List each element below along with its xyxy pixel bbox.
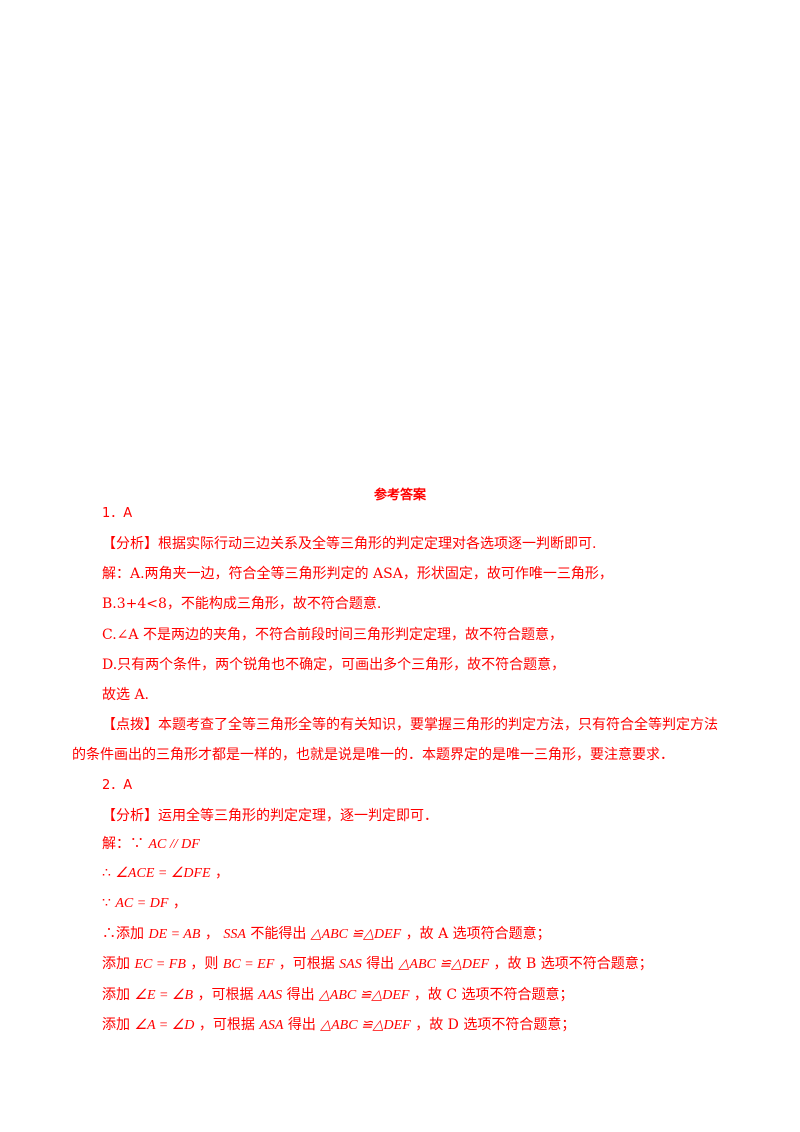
option-c-prefix: 添加 [102, 987, 130, 1003]
section-title: 参考答案 [373, 488, 426, 503]
option-a-prefix: ∴添加 [102, 926, 144, 942]
option-c-sep1: ，可根据 [197, 987, 254, 1003]
option-b-prefix: 添加 [102, 956, 130, 972]
option-d-rule: ASA [259, 1018, 284, 1033]
step2-prefix: ∴ [102, 865, 111, 881]
step1-prefix: 解：∵ [102, 836, 144, 852]
q2-option-b: 添加 EC = FB ，则 BC = EF ，可根据 SAS 得出 △ABC ≌… [102, 955, 653, 974]
option-a-rule: SSA [223, 927, 246, 942]
option-a-sep1: ， [204, 926, 219, 942]
option-c-rule: AAS [258, 988, 283, 1003]
option-b-sep3: 得出 [366, 956, 395, 972]
q2-solution-step2: ∴ ∠ACE = ∠DFE ， [102, 864, 229, 883]
q1-choice: 故选 A. [102, 687, 150, 703]
option-a-sep2: 不能得出 [250, 926, 307, 942]
option-b-sep2: ，可根据 [278, 956, 335, 972]
q1-analysis: 【分析】根据实际行动三边关系及全等三角形的判定定理对各选项逐一判断即可. [102, 536, 597, 552]
q2-option-a: ∴添加 DE = AB ， SSA 不能得出 △ABC ≌△DEF ，故 A 选… [102, 925, 551, 944]
q1-number: 1．A [102, 506, 133, 521]
step3-formula: AC = DF [115, 896, 169, 911]
step3-prefix: ∵ [102, 895, 111, 911]
option-b-formula1: EC = FB [134, 957, 186, 972]
q2-option-d: 添加 ∠A = ∠D ，可根据 ASA 得出 △ABC ≌△DEF ，故 D 选… [102, 1016, 575, 1035]
q1-solution-c: C.∠A 不是两边的夹角，不符合前段时间三角形判定定理，故不符合题意， [102, 627, 563, 643]
option-a-formula2: △ABC ≌△DEF [310, 927, 402, 942]
q1-comment-line1: 【点拨】本题考查了全等三角形全等的有关知识，要掌握三角形的判定方法，只有符合全等… [102, 717, 718, 733]
option-b-rule: SAS [339, 957, 362, 972]
step2-suffix: ， [215, 865, 230, 881]
option-d-formula1: ∠A = ∠D [134, 1018, 195, 1033]
q2-option-c: 添加 ∠E = ∠B ，可根据 AAS 得出 △ABC ≌△DEF ，故 C 选… [102, 986, 574, 1005]
option-b-formula3: △ABC ≌△DEF [398, 957, 490, 972]
option-b-sep1: ，则 [190, 956, 219, 972]
option-c-suffix: ，故 C 选项不符合题意； [413, 987, 574, 1003]
option-c-formula2: △ABC ≌△DEF [319, 988, 410, 1003]
option-d-formula2: △ABC ≌△DEF [320, 1018, 411, 1033]
q2-analysis: 【分析】运用全等三角形的判定定理，逐一判定即可． [102, 808, 438, 824]
option-c-sep2: 得出 [286, 987, 315, 1003]
option-c-formula1: ∠E = ∠B [134, 988, 194, 1003]
step3-suffix: ， [172, 895, 187, 911]
option-b-formula2: BC = EF [222, 957, 275, 972]
option-d-sep1: ，可根据 [198, 1017, 255, 1033]
option-b-suffix: ，故 B 选项不符合题意； [493, 956, 653, 972]
option-d-prefix: 添加 [102, 1017, 130, 1033]
q1-comment-line2: 的条件画出的三角形才都是一样的，也就是说是唯一的．本题界定的是唯一三角形，要注意… [72, 747, 674, 763]
step1-formula: AC // DF [148, 837, 200, 852]
q2-solution-step3: ∵ AC = DF ， [102, 894, 187, 913]
option-a-formula1: DE = AB [148, 927, 201, 942]
option-d-sep2: 得出 [287, 1017, 316, 1033]
q2-number: 2．A [102, 778, 133, 793]
step2-formula: ∠ACE = ∠DFE [115, 866, 211, 881]
option-d-suffix: ，故 D 选项不符合题意； [415, 1017, 576, 1033]
q1-solution-d: D.只有两个条件，两个锐角也不确定，可画出多个三角形，故不符合题意， [102, 657, 566, 673]
q2-solution-step1: 解：∵ AC // DF [102, 835, 200, 854]
q1-solution-a: 解：A.两角夹一边，符合全等三角形判定的 ASA，形状固定，故可作唯一三角形， [102, 566, 613, 582]
option-a-suffix: ，故 A 选项符合题意； [405, 926, 551, 942]
q1-solution-b: B.3+4<8，不能构成三角形，故不符合题意. [102, 596, 382, 612]
